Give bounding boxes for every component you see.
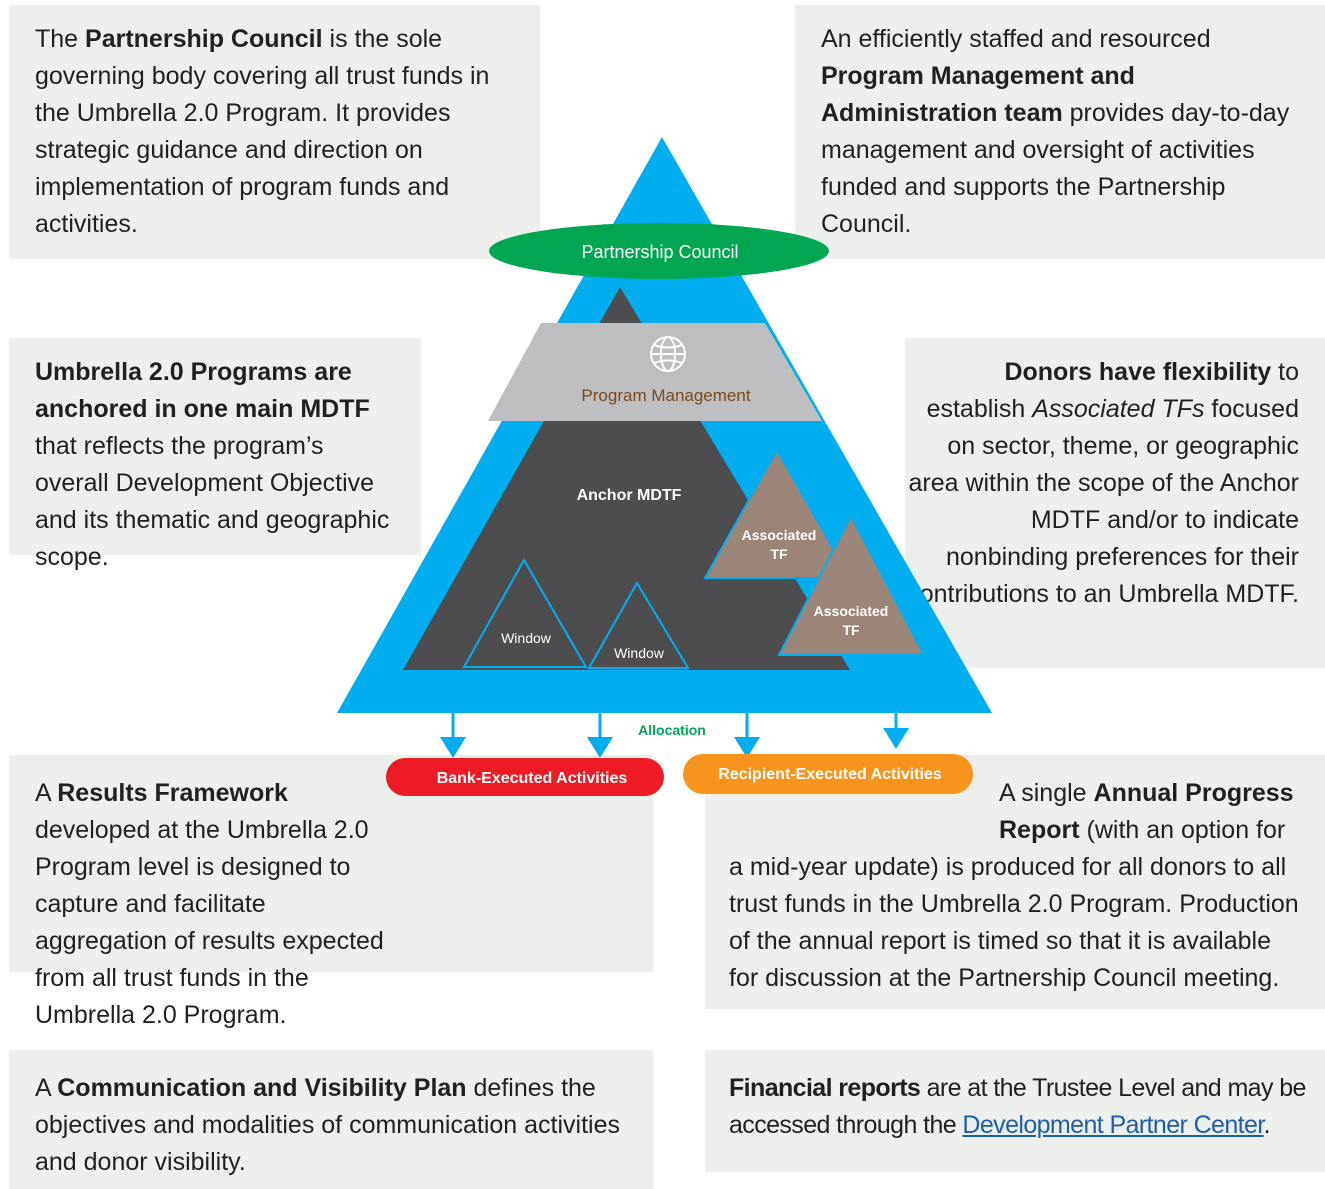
partnership-council-term: Partnership Council [85, 25, 323, 53]
window-triangle-1 [462, 557, 588, 668]
text: that reflects the program’s overall Deve… [35, 432, 390, 571]
allocation-arrows [440, 713, 909, 758]
text: An efficiently staffed and resourced [821, 25, 1211, 53]
communication-plan-info: A Communication and Visibility Plan defi… [9, 1050, 653, 1189]
text: defines the objectives and modalities of… [35, 1074, 620, 1176]
associated-tf-1-label-line2: TF [770, 546, 788, 562]
financial-reports-info: Financial reports are at the Trustee Lev… [705, 1050, 1325, 1172]
partnership-council-info: The Partnership Council is the sole gove… [9, 5, 540, 259]
allocation-label: Allocation [638, 722, 706, 738]
results-framework-term: Results Framework [57, 779, 288, 807]
arrowhead-2 [587, 737, 613, 758]
program-management-label: Program Management [581, 386, 750, 405]
arrowhead-1 [440, 737, 466, 758]
text: . [1263, 1111, 1271, 1139]
anchor-mdtf-info: Umbrella 2.0 Programs are anchored in on… [9, 338, 421, 571]
financial-reports-term: Financial reports [729, 1074, 921, 1102]
communication-plan-term: Communication and Visibility Plan [57, 1074, 467, 1102]
partnership-council-ellipse [489, 223, 829, 279]
text: to establish [926, 358, 1299, 423]
annual-progress-report-info: A single Annual Progress Report (with an… [705, 755, 1325, 1009]
associated-tf-triangle-2 [777, 513, 926, 656]
text: A [35, 1074, 58, 1102]
text: A [35, 779, 58, 807]
bank-executed-label: Bank-Executed Activities [437, 770, 628, 787]
arrowhead-4 [883, 728, 909, 749]
development-partner-center-link[interactable]: Development Partner Center [962, 1111, 1264, 1139]
associated-tf-triangle-1 [703, 447, 852, 579]
arrowhead-3 [734, 737, 760, 758]
recipient-executed-label: Recipient-Executed Activities [718, 766, 942, 783]
text: are at the Trustee Level and may be acce… [729, 1074, 1306, 1139]
program-management-info: An efficiently staffed and resourced Pro… [795, 5, 1325, 259]
window-1-label: Window [501, 630, 552, 646]
window-2-label: Window [614, 645, 665, 661]
bank-executed-pill [386, 758, 664, 796]
anchor-mdtf-label: Anchor MDTF [577, 487, 682, 504]
text: is the sole governing body covering all … [35, 25, 490, 238]
recipient-executed-pill [683, 754, 973, 794]
text: provides day-to-day management and overs… [821, 99, 1290, 238]
partnership-council-label: Partnership Council [581, 242, 738, 262]
text: developed at the Umbrella 2.0 Program le… [35, 816, 384, 1029]
donor-flexibility-info: Donors have flexibility to establish Ass… [905, 338, 1325, 668]
window-triangle-2 [587, 581, 690, 669]
text: A single [999, 779, 1094, 807]
globe-icon [650, 336, 686, 372]
text: The [35, 25, 86, 53]
anchor-mdtf-term: Umbrella 2.0 Programs are anchored in on… [35, 358, 370, 423]
associated-tf-1-label-line1: Associated [742, 527, 817, 543]
associated-tf-2-label-line2: TF [842, 622, 860, 638]
associated-tf-2-label-line1: Associated [814, 603, 889, 619]
text: focused on sector, theme, or geographic … [907, 395, 1299, 608]
pma-team-term: Program Management and Administration te… [821, 62, 1135, 127]
associated-tfs-term: Associated TFs [1032, 395, 1205, 423]
text: (with an option for a mid-year update) i… [729, 816, 1299, 992]
annual-progress-report-term: Annual Progress Report [999, 779, 1294, 844]
program-management-band [488, 323, 822, 421]
donor-flexibility-term: Donors have flexibility [1004, 358, 1272, 386]
